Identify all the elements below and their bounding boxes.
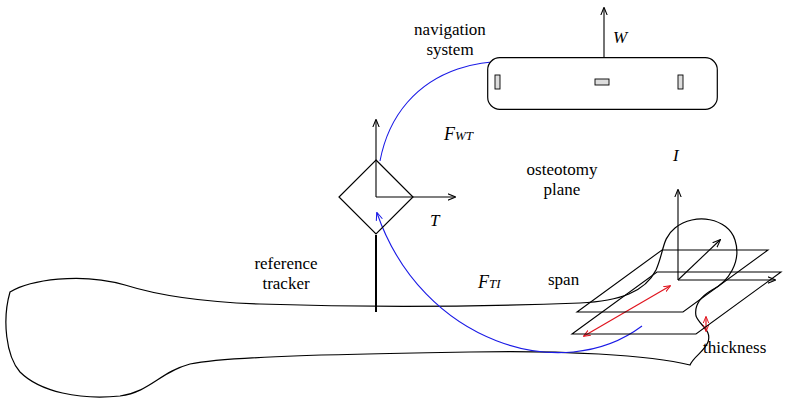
system-heading: navigation system bbox=[398, 20, 502, 59]
frame-label: W bbox=[613, 28, 637, 48]
thickness-arrow bbox=[705, 317, 706, 331]
dimension-label: span bbox=[548, 270, 579, 290]
system-box bbox=[488, 58, 718, 110]
camera-symbol bbox=[595, 79, 609, 85]
dimension-label: thickness bbox=[703, 338, 766, 358]
plane-heading: osteotomy plane bbox=[512, 160, 612, 199]
tracker-post bbox=[375, 235, 377, 312]
transform-arrow bbox=[377, 213, 642, 353]
femur-outline bbox=[6, 219, 737, 397]
node-outline bbox=[572, 250, 782, 334]
tracker-heading: reference tracker bbox=[238, 254, 334, 293]
node-outline bbox=[487, 57, 718, 110]
transform-label: FWT bbox=[444, 124, 473, 145]
frame-label: T bbox=[430, 211, 454, 231]
frame-label: I bbox=[673, 146, 697, 166]
cut-plane bbox=[572, 272, 781, 334]
diagram-node: osteotomy planeI bbox=[572, 250, 782, 334]
node-outline bbox=[338, 159, 414, 235]
camera-symbol bbox=[495, 75, 500, 89]
transform-label: FTI bbox=[478, 272, 501, 293]
diagram-node: navigation systemW bbox=[487, 57, 718, 110]
camera-symbol bbox=[678, 75, 683, 89]
frame-axes bbox=[376, 8, 775, 280]
diagram-node: reference trackerT bbox=[338, 159, 414, 235]
tracker-diamond bbox=[339, 160, 413, 234]
